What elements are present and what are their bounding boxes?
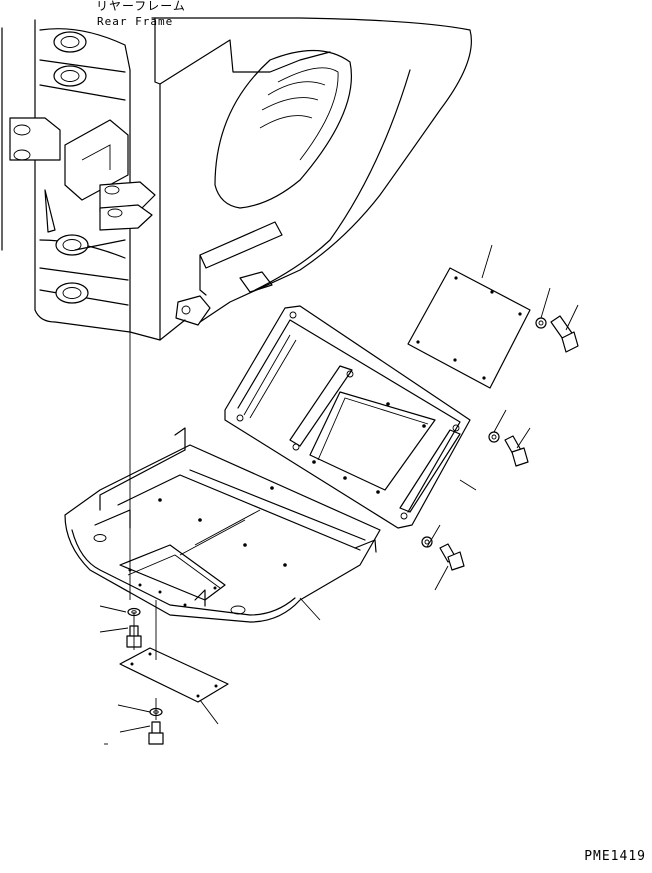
rear-frame-label-en: Rear Frame [97,15,174,28]
bottom-cover [119,647,229,703]
upper-cover [407,267,531,389]
leader-lines [99,244,579,745]
floor-plate [64,427,381,623]
drawing-code: PME1419 [584,849,646,864]
assembly-lines [129,332,157,720]
frame-panel [224,305,471,529]
fasteners [126,315,579,745]
rear-frame [1,17,472,341]
rear-frame-label-jp: リヤーフレーム [96,0,186,13]
